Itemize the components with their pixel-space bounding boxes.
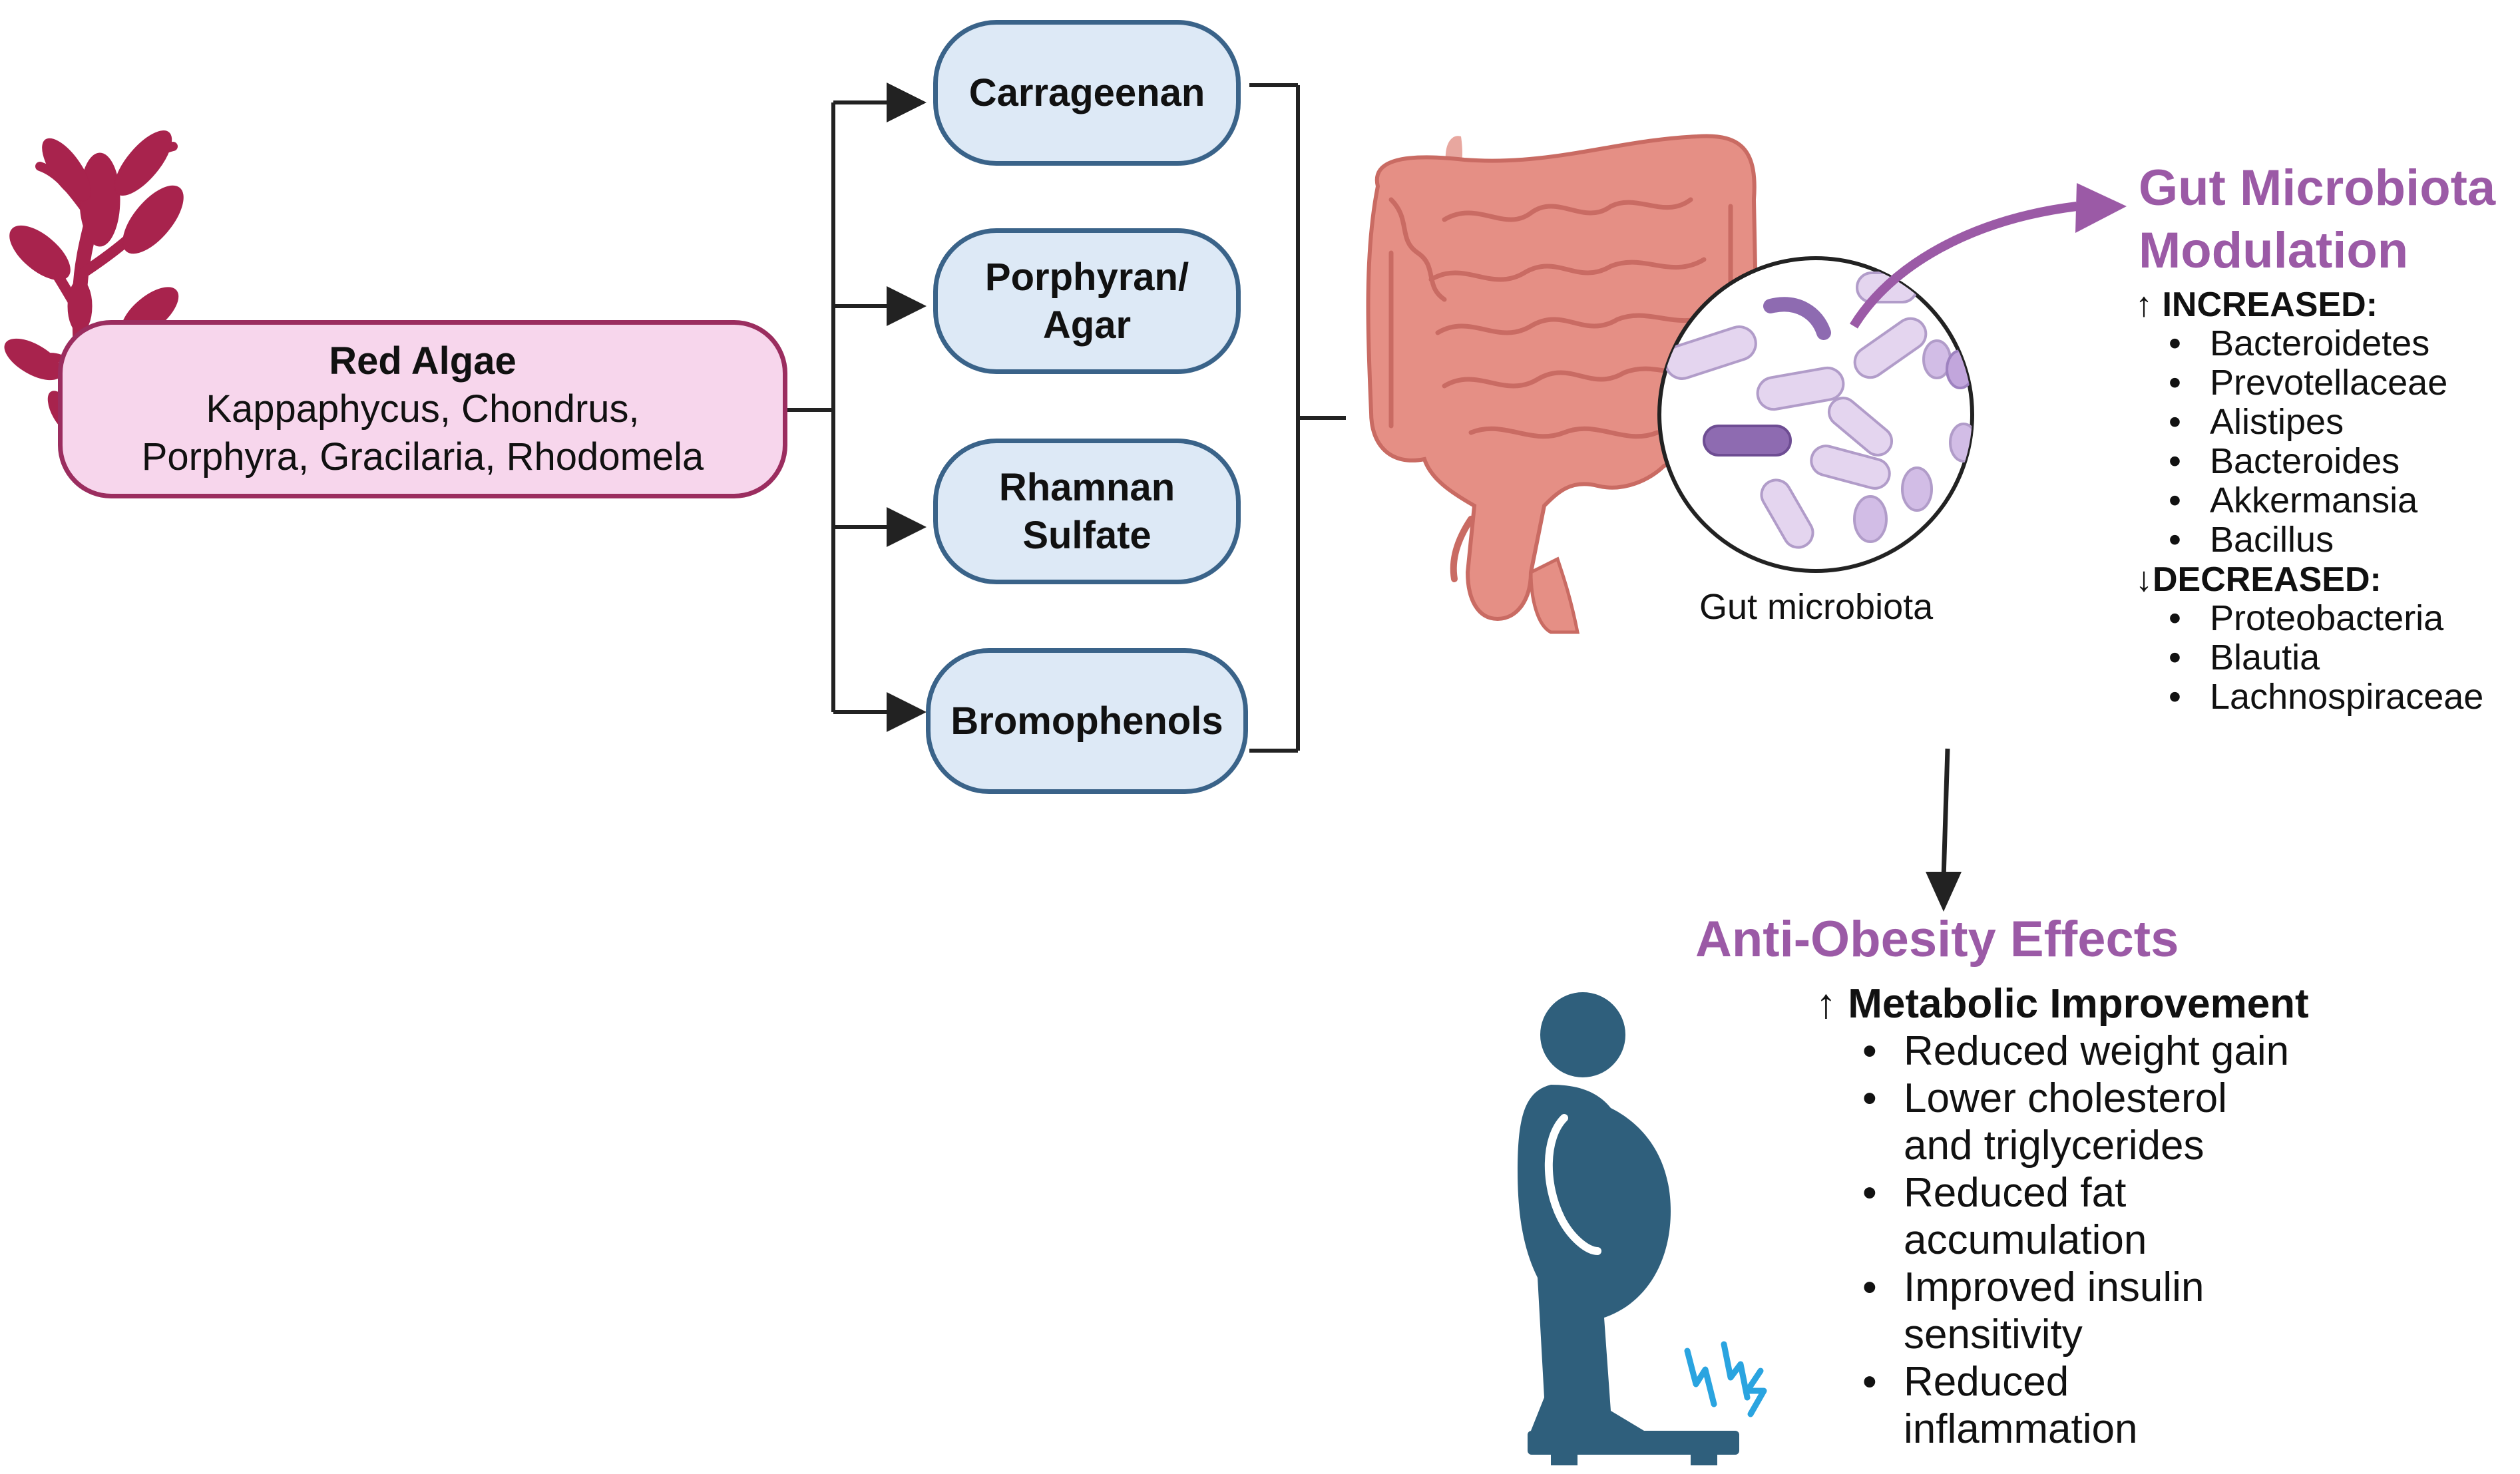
- bacteria-icon: [1657, 256, 1974, 573]
- red-algae-box: Red Algae Kappaphycus, Chondrus, Porphyr…: [58, 320, 787, 498]
- effects-subtitle: ↑ Metabolic Improvement: [1816, 981, 2309, 1027]
- carrageenan-label: Carrageenan: [968, 71, 1205, 114]
- list-item: Akkermansia: [2169, 481, 2447, 521]
- list-item-line: Reduced weight gain: [1904, 1028, 2290, 1074]
- list-item: Blautia: [2169, 638, 2483, 678]
- decreased-label: ↓DECREASED:: [2135, 560, 2382, 599]
- sulfate-label: Sulfate: [1022, 513, 1152, 557]
- porphyran-agar-box: Porphyran/ Agar: [933, 228, 1241, 374]
- modulation-title-line1: Gut Microbiota: [2139, 160, 2496, 216]
- list-item: Lachnospiraceae: [2169, 677, 2483, 717]
- carrageenan-box: Carrageenan: [933, 20, 1241, 166]
- list-item: Alistipes: [2169, 403, 2447, 443]
- rhamnan-label: Rhamnan: [998, 465, 1175, 509]
- list-item: Reduced fat accumulation: [1862, 1169, 2289, 1264]
- list-item: Reduced inflammation: [1862, 1358, 2289, 1453]
- increased-list: Bacteroidetes Prevotellaceae Alistipes B…: [2169, 324, 2447, 560]
- effects-title: Anti-Obesity Effects: [1695, 911, 2179, 968]
- list-item: Improved insulin sensitivity: [1862, 1264, 2289, 1358]
- connector-lines-right: [1249, 83, 1346, 753]
- red-algae-genera-line1: Kappaphycus, Chondrus,: [206, 387, 640, 431]
- increased-label: ↑ INCREASED:: [2135, 285, 2378, 324]
- list-item-line: inflammation: [1904, 1406, 2138, 1452]
- list-item-line: accumulation: [1904, 1217, 2147, 1263]
- modulation-arrow: [1850, 183, 2127, 329]
- red-algae-title: Red Algae: [329, 339, 517, 383]
- agar-label: Agar: [1042, 303, 1132, 347]
- bromophenols-label: Bromophenols: [950, 699, 1223, 743]
- rhamnan-sulfate-box: Rhamnan Sulfate: [933, 439, 1241, 584]
- list-item-line: Reduced: [1904, 1359, 2069, 1405]
- connector-lines-left: [787, 83, 927, 732]
- list-item-line: Reduced fat: [1904, 1170, 2127, 1216]
- list-item: Proteobacteria: [2169, 599, 2483, 639]
- bromophenols-box: Bromophenols: [926, 648, 1248, 794]
- list-item-line: Lower cholesterol: [1904, 1075, 2227, 1121]
- gut-microbiota-caption: Gut microbiota: [1699, 587, 1934, 627]
- list-item: Bacteroides: [2169, 442, 2447, 482]
- list-item: Reduced weight gain: [1862, 1027, 2290, 1075]
- red-algae-genera-line2: Porphyra, Gracilaria, Rhodomela: [141, 435, 704, 478]
- lightning-icon: [1684, 1341, 1767, 1417]
- effects-list: Reduced weight gain Lower cholesterol an…: [1862, 1027, 2290, 1453]
- list-item: Lower cholesterol and triglycerides: [1862, 1075, 2289, 1169]
- list-item-line: Improved insulin: [1904, 1264, 2205, 1310]
- list-item: Prevotellaceae: [2169, 363, 2447, 403]
- list-item: Bacillus: [2169, 520, 2447, 560]
- decreased-list: Proteobacteria Blautia Lachnospiraceae: [2169, 599, 2483, 717]
- list-item-line: sensitivity: [1904, 1312, 2083, 1358]
- porphyran-label: Porphyran/: [984, 255, 1189, 299]
- list-item-line: and triglycerides: [1904, 1123, 2205, 1169]
- modulation-title-line2: Modulation: [2139, 222, 2409, 279]
- list-item: Bacteroidetes: [2169, 324, 2447, 364]
- person-on-scale-icon: [1518, 992, 1739, 1465]
- effects-arrow: [1926, 748, 1962, 912]
